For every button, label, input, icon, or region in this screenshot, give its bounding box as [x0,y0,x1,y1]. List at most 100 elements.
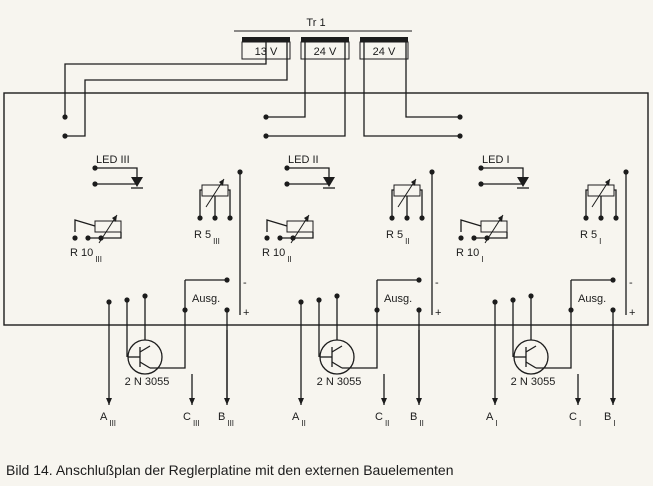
terminal-c-label-subscript: I [579,419,581,428]
wire-13v-a [64,42,267,117]
output-section: Ausg.-+ [182,277,249,319]
pot-wire [460,219,482,232]
output-section: Ausg.-+ [374,277,441,319]
led-wire [95,167,138,178]
solder-pad [404,215,410,221]
solder-pad [316,297,322,303]
arrow-icon [610,398,616,405]
output-label: Ausg. [192,293,220,305]
terminal-pad [62,133,68,139]
solder-pad [334,293,340,299]
terminal-a-label-main: A [292,411,300,423]
winding-24v-2: 24 V [359,37,409,60]
wire-13v-b [65,42,288,137]
main-pot-label-main: R 5 [580,229,597,241]
trim-pot-label: R 10I [456,247,483,264]
main-pot-label-subscript: II [405,237,409,246]
solder-pad [458,235,464,241]
solder-pad [72,235,78,241]
wiper-arrow-head [304,215,309,222]
main-pot: R 5I [580,169,629,315]
minus-sign: - [243,277,247,289]
main-pot: R 5III [194,169,243,315]
transformer-label: Tr 1 [306,17,325,29]
transistor-collector [139,345,151,353]
terminal-pad [457,133,463,139]
solder-pad [583,215,589,221]
terminal-pad [62,114,68,120]
wire-24v1-b [266,42,346,137]
terminal-c-label-main: C [183,411,191,423]
solder-pad [419,215,425,221]
wiper-arrow-head [411,179,416,186]
wiper-arrow-head [498,215,503,222]
transistor-label: 2 N 3055 [511,376,556,388]
arrow-icon [298,398,304,405]
trim-pot-label-subscript: I [481,255,483,264]
terminal-c-label: CIII [183,411,200,428]
solder-pad [212,215,218,221]
winding-label: 24 V [314,46,337,58]
winding-bar [301,37,349,42]
terminal-c-label: CII [375,411,389,428]
transistor-wire [150,310,186,369]
terminal-pad [263,114,269,120]
led-label: LED II [288,154,319,166]
diode-icon [323,177,335,187]
terminal-a-label-main: A [100,411,108,423]
diode-icon [517,177,529,187]
terminal-b-label-subscript: II [419,419,423,428]
solder-pad [277,235,283,241]
pot-wire [614,189,617,218]
led-indicator: LED I [478,154,529,189]
solder-pad [471,235,477,241]
terminal-b-label-subscript: III [227,419,234,428]
solder-pad [237,169,243,175]
pot-wire [420,189,423,218]
led-label: LED I [482,154,510,166]
winding-box [359,41,409,60]
terminal-c-label-main: C [375,411,383,423]
terminal-a-label-main: A [486,411,494,423]
led-wire [481,167,524,178]
solder-pad [389,215,395,221]
solder-pad [227,215,233,221]
board-outline [3,92,649,326]
output-section: Ausg.-+ [568,277,635,319]
transistor-emitter [139,361,151,369]
main-pot-label: R 5I [580,229,601,246]
terminal-b-label-main: B [604,411,611,423]
solder-pad [197,215,203,221]
terminal-a-label: AII [292,411,306,428]
pot-wire [228,189,231,218]
resistor-body [286,220,314,233]
arrow-icon [416,398,422,405]
terminal-b-label-main: B [218,411,225,423]
winding-24v-1: 24 V [300,37,350,60]
led-indicator: LED III [92,154,143,189]
terminal-a-label: AI [486,411,498,428]
terminal-b-label: BI [604,411,616,428]
trim-pot-label: R 10II [262,247,292,264]
diode-icon [131,177,143,187]
minus-sign: - [435,277,439,289]
main-pot-label-main: R 5 [386,229,403,241]
terminal-b-label: BII [410,411,424,428]
transistor-wire [342,310,378,369]
minus-sign: - [629,277,633,289]
terminal-b-label: BIII [218,411,234,428]
solder-pad [98,235,104,241]
winding-bar [360,37,408,42]
main-pot: R 5II [386,169,435,315]
trim-pot: R 10I [456,214,508,264]
transistor-label: 2 N 3055 [317,376,362,388]
solder-pad [429,169,435,175]
wiper-arrow-head [219,179,224,186]
terminal-a-label: AIII [100,411,116,428]
resistor-body [480,220,508,233]
trim-pot-label-main: R 10 [456,247,479,259]
